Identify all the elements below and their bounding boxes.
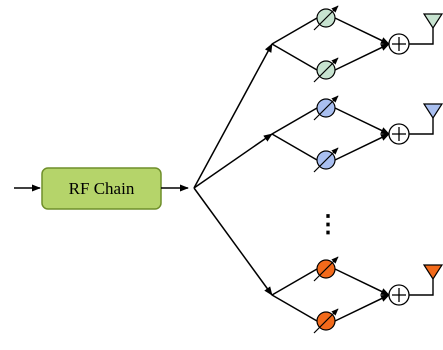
fork-line	[271, 268, 318, 296]
shifter-output-arrow	[334, 133, 390, 161]
fork-line	[271, 294, 318, 322]
feed-arrow	[193, 43, 273, 189]
rf-chain-block: RF Chain	[41, 167, 162, 210]
fork-line	[271, 133, 318, 161]
branch-1	[193, 5, 443, 189]
fork-line	[271, 17, 318, 45]
antenna-feed	[409, 28, 434, 45]
shifter-output-arrow	[334, 43, 390, 71]
phase-shift-arrow	[313, 147, 339, 173]
antenna-feed	[409, 279, 434, 296]
shifter-output-arrow	[334, 107, 390, 135]
shifter-output-arrow	[334, 268, 390, 296]
antenna-feed	[409, 118, 434, 135]
rf-chain-label: RF Chain	[69, 179, 135, 198]
phase-shift-arrow	[313, 308, 339, 334]
phase-shift-arrow	[313, 256, 339, 282]
shifter-output-arrow	[334, 294, 390, 322]
fork-line	[271, 43, 318, 71]
branch-3	[193, 187, 443, 334]
branch-2	[193, 95, 443, 189]
antenna-icon	[422, 264, 443, 281]
phase-shift-arrow	[313, 95, 339, 121]
shifter-output-arrow	[334, 17, 390, 45]
phase-shift-arrow	[313, 57, 339, 83]
branches-group	[193, 5, 443, 334]
ellipsis: ⋮	[316, 212, 340, 238]
feed-arrow	[193, 187, 273, 296]
phase-shift-arrow	[313, 5, 339, 31]
feed-arrow	[193, 133, 273, 189]
antenna-icon	[422, 13, 443, 30]
antenna-icon	[422, 103, 443, 120]
fork-line	[271, 107, 318, 135]
